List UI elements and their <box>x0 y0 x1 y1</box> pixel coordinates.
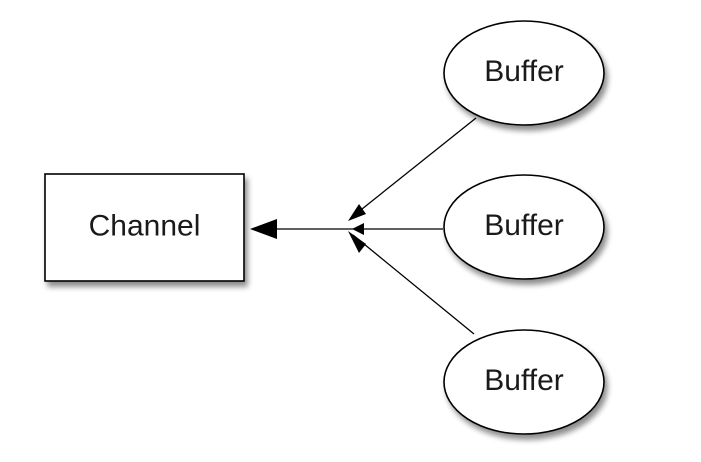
arrowhead-bottom-icon <box>348 231 366 253</box>
arrowhead-channel-icon <box>250 219 277 239</box>
edges <box>250 117 477 335</box>
edge-buffer-top-to-junction <box>351 117 477 218</box>
buffer-label-bottom: Buffer <box>484 364 564 397</box>
channel-box <box>44 173 245 282</box>
buffer-label-top: Buffer <box>484 55 564 88</box>
buffer-label-middle: Buffer <box>484 209 564 242</box>
arrowhead-middle-icon <box>352 223 364 235</box>
buffer-node-bottom: Buffer <box>443 329 605 435</box>
channel-label: Channel <box>89 209 201 242</box>
buffer-node-middle: Buffer <box>443 174 605 280</box>
edge-buffer-bottom-to-junction <box>352 234 475 335</box>
channel-node: Channel <box>44 173 245 282</box>
buffer-node-top: Buffer <box>443 20 605 126</box>
buffer-ellipse-middle <box>443 174 605 280</box>
buffer-ellipse-bottom <box>443 329 605 435</box>
arrowhead-top-icon <box>348 204 366 221</box>
buffer-ellipse-top <box>443 20 605 126</box>
